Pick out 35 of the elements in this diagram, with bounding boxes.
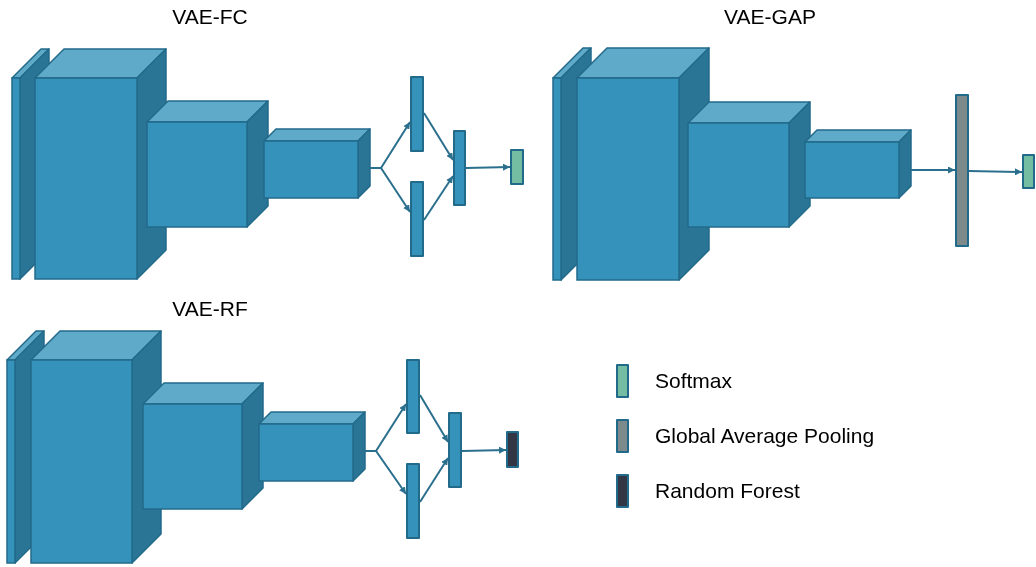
legend-label: Global Average Pooling xyxy=(655,423,875,450)
arrow xyxy=(423,112,454,161)
layer-bar xyxy=(448,412,462,488)
arrow xyxy=(465,163,511,171)
legend-label: Softmax xyxy=(655,368,733,395)
layer-bar xyxy=(1022,154,1035,189)
arrow xyxy=(419,457,449,503)
arrow xyxy=(910,166,956,174)
layer-bar xyxy=(453,130,466,206)
layer-cuboid xyxy=(35,49,166,279)
network-title: VAE-GAP xyxy=(724,4,816,30)
layer-cuboid xyxy=(143,383,263,509)
layer-cuboid xyxy=(31,331,161,563)
layer-cuboid xyxy=(577,48,709,280)
layer-bar xyxy=(406,359,420,434)
layer-bar xyxy=(410,76,424,152)
arrow xyxy=(461,446,507,454)
layer-bar xyxy=(506,431,519,468)
arrow xyxy=(968,168,1023,176)
arrow xyxy=(423,175,454,221)
layer-cuboid xyxy=(147,101,268,227)
layer-cuboid xyxy=(688,102,810,227)
legend-label: Random Forest xyxy=(655,478,800,505)
layer-bar xyxy=(406,463,420,539)
arrow xyxy=(419,394,449,443)
layer-bar xyxy=(410,181,424,257)
layer-bar xyxy=(510,149,524,185)
arrow xyxy=(364,450,407,495)
arrow xyxy=(369,167,411,213)
layer-bar xyxy=(955,94,969,247)
layer-cuboid xyxy=(264,129,370,198)
network-title: VAE-FC xyxy=(172,4,248,30)
layer-cuboid xyxy=(259,412,365,481)
network-title: VAE-RF xyxy=(172,296,248,322)
layer-cuboid xyxy=(805,130,911,198)
